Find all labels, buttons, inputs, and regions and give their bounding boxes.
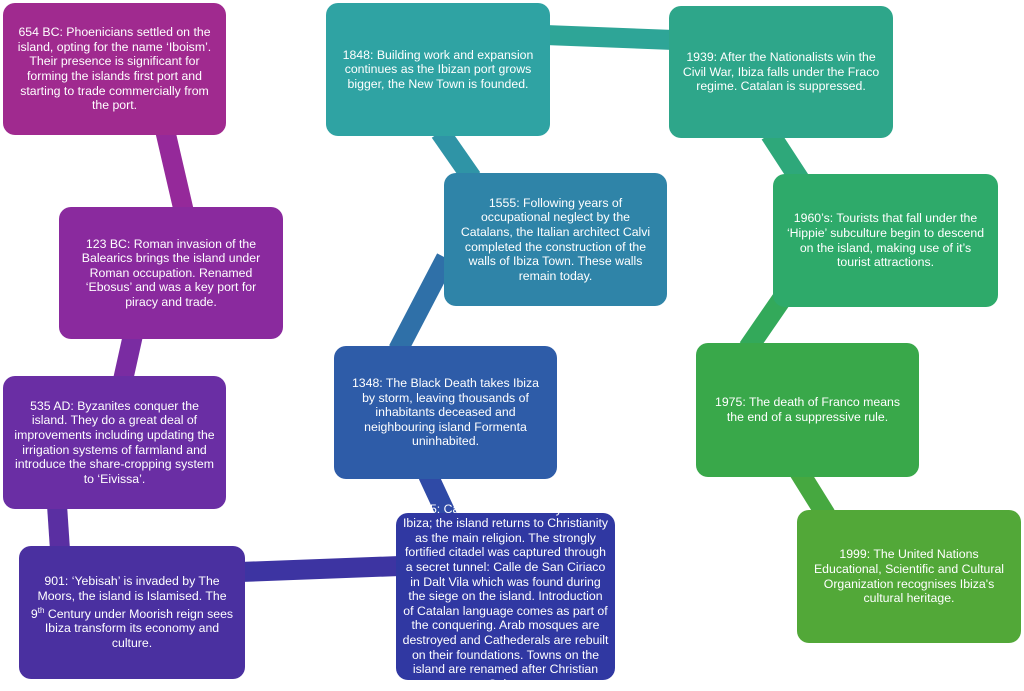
event-text: 1848: Building work and expansion contin… [342,47,534,91]
event-text: 1975: The death of Franco means the end … [714,395,901,424]
event-text: 1555: Following years of occupational ne… [460,195,651,283]
event-123bc: 123 BC: Roman invasion of the Balearics … [59,207,283,339]
ordinal-suffix: th [37,605,45,615]
event-text: 901: ‘Yebisah’ is invaded by The Moors, … [29,574,235,650]
event-text: 1939: After the Nationalists win the Civ… [682,50,880,94]
event-1348: 1348: The Black Death takes Ibiza by sto… [334,346,557,479]
connector [155,127,194,215]
event-text-part: 901: ‘Yebisah’ is invaded by The Moors, … [30,574,227,621]
event-1848: 1848: Building work and expansion contin… [326,3,550,136]
connector [239,556,401,582]
event-text-part: Century under Moorish reign sees Ibiza t… [44,606,234,650]
event-text: 1960’s: Tourists that fall under the ‘Hi… [786,211,985,270]
connector [431,126,481,184]
connector [418,470,458,523]
event-text: 1348: The Black Death takes Ibiza by sto… [351,376,540,449]
event-text: 535 AD: Byzanites conquer the island. Th… [14,398,215,486]
connector [389,253,455,355]
connector [544,25,675,50]
event-text: 1999: The United Nations Educational, Sc… [813,547,1005,606]
event-1999: 1999: The United Nations Educational, Sc… [797,510,1021,643]
event-1960s: 1960’s: Tourists that fall under the ‘Hi… [773,174,998,307]
event-535ad: 535 AD: Byzanites conquer the island. Th… [3,376,226,509]
connector [113,332,143,383]
event-901: 901: ‘Yebisah’ is invaded by The Moors, … [19,546,245,679]
event-text: 123 BC: Roman invasion of the Balearics … [81,236,261,309]
event-text: 654 BC: Phoenicians settled on the islan… [17,25,212,113]
connector [761,128,809,186]
event-1555: 1555: Following years of occupational ne… [444,173,667,306]
connector [47,504,70,551]
event-text: 1235: Catalans successfully invade Ibiza… [402,501,609,691]
event-654bc: 654 BC: Phoenicians settled on the islan… [3,3,226,135]
event-1235: 1235: Catalans successfully invade Ibiza… [396,502,615,691]
event-1939: 1939: After the Nationalists win the Civ… [669,6,893,138]
connector [789,464,835,521]
event-1975: 1975: The death of Franco means the end … [696,343,919,477]
